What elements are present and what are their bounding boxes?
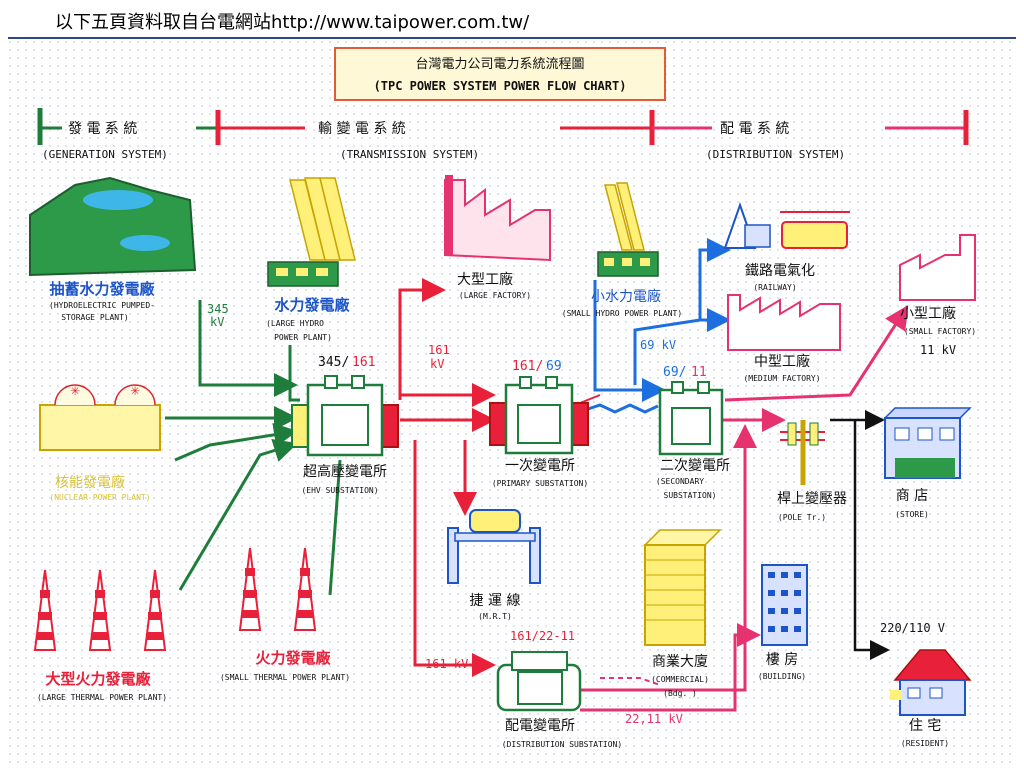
svg-text:69 kV: 69 kV (640, 338, 676, 352)
svg-text:POWER PLANT): POWER PLANT) (274, 333, 332, 342)
atom-icon: ✳ (130, 384, 140, 398)
building: 樓 房 (BUILDING) (758, 564, 808, 681)
system-header: 發 電 系 統 (GENERATION SYSTEM) 輸 變 電 系 統 (T… (37, 108, 969, 161)
svg-text:kV: kV (210, 315, 224, 329)
svg-text:(LARGE FACTORY): (LARGE FACTORY) (459, 291, 531, 300)
pole-tr-zh: 桿上變壓器 (777, 491, 847, 507)
svg-text:(SMALL FACTORY): (SMALL FACTORY) (904, 327, 976, 336)
generation-en: (GENERATION SYSTEM) (42, 148, 168, 161)
small-hydro-zh: 小水力電廠 (591, 288, 661, 305)
secondary-zh: 二次變電所 (660, 458, 730, 474)
large-hydro-zh: 水力發電廠 (274, 296, 350, 314)
pole-transformer: 桿上變壓器 (POLE Tr.) (777, 420, 847, 522)
svg-text:(RESIDENT): (RESIDENT) (901, 739, 949, 748)
svg-text:(Bdg. ): (Bdg. ) (663, 689, 697, 698)
svg-text:(BUILDING): (BUILDING) (758, 672, 806, 681)
small-thermal-plant: 火力發電廠 (SMALL THERMAL POWER PLANT) (220, 547, 350, 682)
svg-text:69/: 69/ (663, 365, 686, 380)
medium-factory-zh: 中型工廠 (754, 353, 810, 370)
small-hydro-plant: 小水力電廠 (SMALL HYDRO POWER PLANT) (562, 182, 682, 318)
pumped-storage-plant: 抽蓄水力發電廠 (HYDROELECTRIC PUMPED- STORAGE P… (29, 176, 197, 322)
atom-icon: ✳ (70, 384, 80, 398)
transmission-en: (TRANSMISSION SYSTEM) (340, 148, 479, 161)
large-thermal-zh: 大型火力發電廠 (45, 670, 151, 688)
commercial-zh: 商業大廈 (652, 653, 708, 670)
svg-text:kV: kV (430, 357, 444, 371)
svg-text:(DISTRIBUTION SUBSTATION): (DISTRIBUTION SUBSTATION) (502, 740, 622, 749)
transmission-zh: 輸 變 電 系 統 (318, 121, 406, 137)
svg-text:22,11 kV: 22,11 kV (625, 712, 683, 726)
distribution-substation: 161/22-11 配電變電所 (DISTRIBUTION SUBSTATION… (496, 629, 622, 749)
ehv-zh: 超高壓變電所 (303, 463, 387, 480)
svg-text:11 kV: 11 kV (920, 343, 956, 357)
mrt-line: 捷 運 線 (M.R.T) (447, 509, 541, 621)
distribution-substation-zh: 配電變電所 (505, 718, 575, 734)
svg-text:STORAGE PLANT): STORAGE PLANT) (61, 313, 128, 322)
railway-zh: 鐵路電氣化 (745, 262, 815, 279)
svg-text:(COMMERCIAL): (COMMERCIAL) (651, 675, 709, 684)
primary-substation: 161/ 69 一次變電所 (PRIMARY SUBSTATION) (489, 359, 589, 488)
nuclear-power-plant: ✳ ✳ 核能發電廠 (NUCLEAR POWER PLANT) (39, 384, 161, 502)
railway: 鐵路電氣化 (RAILWAY) (723, 201, 850, 292)
secondary-substation: 69/ 11 二次變電所 (SECONDARY SUBSTATION) (656, 365, 730, 500)
nuclear-zh: 核能發電廠 (55, 474, 125, 491)
flow-lines (165, 238, 909, 712)
small-factory-zh: 小型工廠 (900, 305, 956, 322)
svg-text:(POLE Tr.): (POLE Tr.) (778, 513, 826, 522)
chart-title-zh: 台灣電力公司電力系統流程圖 (415, 57, 584, 72)
svg-text:161: 161 (428, 343, 450, 357)
svg-text:11: 11 (691, 365, 707, 380)
large-hydro-plant: 水力發電廠 (LARGE HYDRO POWER PLANT) (266, 177, 356, 342)
distribution-en: (DISTRIBUTION SYSTEM) (706, 148, 845, 161)
distribution-zh: 配 電 系 統 (720, 121, 789, 137)
svg-text:(PRIMARY SUBSTATION): (PRIMARY SUBSTATION) (492, 479, 588, 488)
svg-text:345/: 345/ (318, 355, 349, 370)
svg-text:161: 161 (352, 355, 375, 370)
svg-text:(LARGE THERMAL POWER PLANT): (LARGE THERMAL POWER PLANT) (37, 693, 167, 702)
svg-text:161/22-11: 161/22-11 (510, 629, 575, 643)
slide-title: 以下五頁資料取自台電網站http://www.taipower.com.tw/ (55, 12, 530, 33)
svg-text:220/110 V: 220/110 V (880, 621, 945, 635)
pumped-storage-zh: 抽蓄水力發電廠 (49, 280, 155, 298)
svg-text:(RAILWAY): (RAILWAY) (753, 283, 796, 292)
svg-text:(SMALL HYDRO POWER PLANT): (SMALL HYDRO POWER PLANT) (562, 309, 682, 318)
svg-text:(SMALL THERMAL POWER PLANT): (SMALL THERMAL POWER PLANT) (220, 673, 350, 682)
svg-text:(STORE): (STORE) (895, 510, 929, 519)
large-thermal-plant: 大型火力發電廠 (LARGE THERMAL POWER PLANT) (33, 569, 167, 702)
svg-text:(M.R.T): (M.R.T) (478, 612, 512, 621)
small-factory: 小型工廠 (SMALL FACTORY) (899, 234, 976, 336)
store-zh: 商 店 (896, 488, 928, 504)
svg-text:(MEDIUM FACTORY): (MEDIUM FACTORY) (743, 374, 820, 383)
svg-text:SUBSTATION): SUBSTATION) (664, 491, 717, 500)
small-thermal-zh: 火力發電廠 (255, 649, 331, 667)
chart-title-box: 台灣電力公司電力系統流程圖 (TPC POWER SYSTEM POWER FL… (334, 47, 666, 101)
svg-text:161 kV: 161 kV (425, 657, 468, 671)
medium-factory: 中型工廠 (MEDIUM FACTORY) (727, 294, 841, 383)
generation-zh: 發 電 系 統 (68, 121, 137, 137)
primary-zh: 一次變電所 (505, 458, 575, 474)
ehv-substation: 345/ 161 超高壓變電所 (EHV SUBSTATION) (291, 355, 399, 495)
svg-text:(EHV SUBSTATION): (EHV SUBSTATION) (301, 486, 378, 495)
commercial-building: 商業大廈 (COMMERCIAL) (Bdg. ) (643, 529, 722, 698)
store: 商 店 (STORE) (883, 407, 972, 519)
svg-text:(LARGE HYDRO: (LARGE HYDRO (266, 319, 324, 328)
svg-text:(NUCLEAR POWER PLANT): (NUCLEAR POWER PLANT) (49, 493, 150, 502)
large-factory-zh: 大型工廠 (457, 271, 513, 288)
mrt-zh: 捷 運 線 (470, 593, 521, 609)
svg-text:345: 345 (207, 302, 229, 316)
chart-title-en: (TPC POWER SYSTEM POWER FLOW CHART) (374, 79, 627, 93)
svg-text:(SECONDARY: (SECONDARY (656, 477, 704, 486)
svg-text:(HYDROELECTRIC PUMPED-: (HYDROELECTRIC PUMPED- (49, 301, 155, 310)
large-factory: 大型工廠 (LARGE FACTORY) (444, 175, 551, 300)
resident-house: 住 宅 (RESIDENT) (890, 649, 972, 748)
building-zh: 樓 房 (766, 652, 798, 668)
svg-text:161/: 161/ (512, 359, 543, 374)
svg-text:69: 69 (546, 359, 562, 374)
resident-zh: 住 宅 (909, 718, 941, 734)
